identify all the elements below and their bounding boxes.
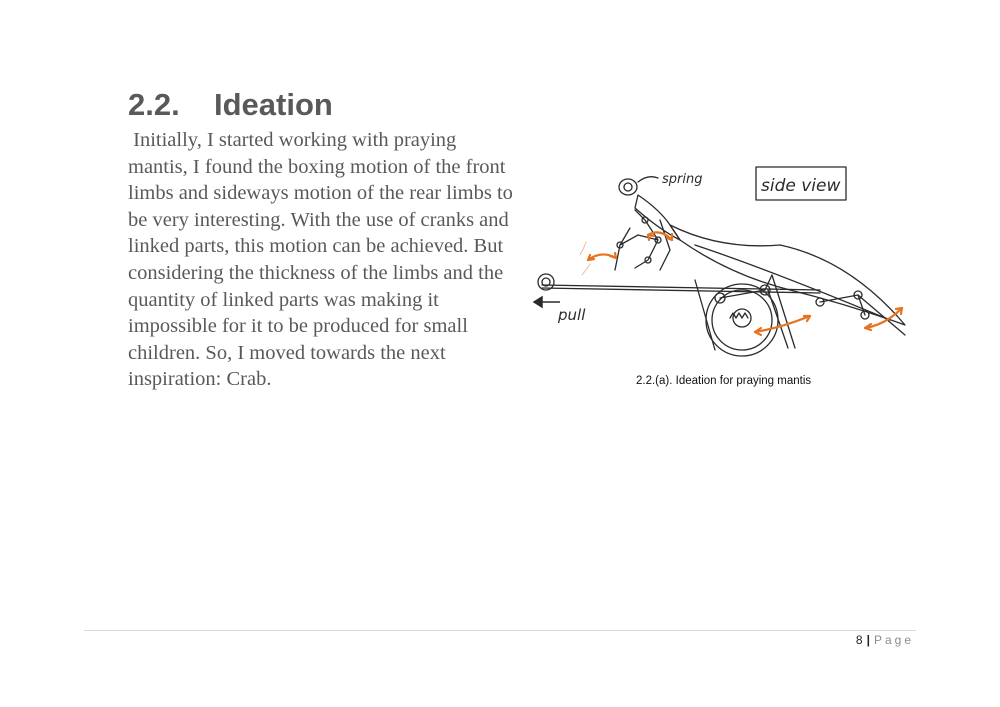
body-paragraph: Initially, I started working with prayin…: [128, 129, 513, 391]
section-heading: 2.2. Ideation: [128, 86, 333, 124]
pull-label: pull: [557, 306, 586, 324]
section-number: 2.2.: [128, 87, 180, 122]
spring-label: spring: [662, 172, 702, 187]
footer-rule: [84, 630, 916, 631]
page-number: 8: [855, 633, 863, 647]
section-title: Ideation: [214, 87, 333, 122]
figure-caption: 2.2.(a). Ideation for praying mantis: [636, 375, 812, 387]
footer-separator: |: [866, 633, 870, 647]
page-label: Page: [873, 633, 914, 647]
page-footer: 8|Page: [856, 633, 914, 647]
side-view-label: side view: [761, 176, 840, 196]
mantis-sketch: spring side view pull: [532, 166, 906, 357]
